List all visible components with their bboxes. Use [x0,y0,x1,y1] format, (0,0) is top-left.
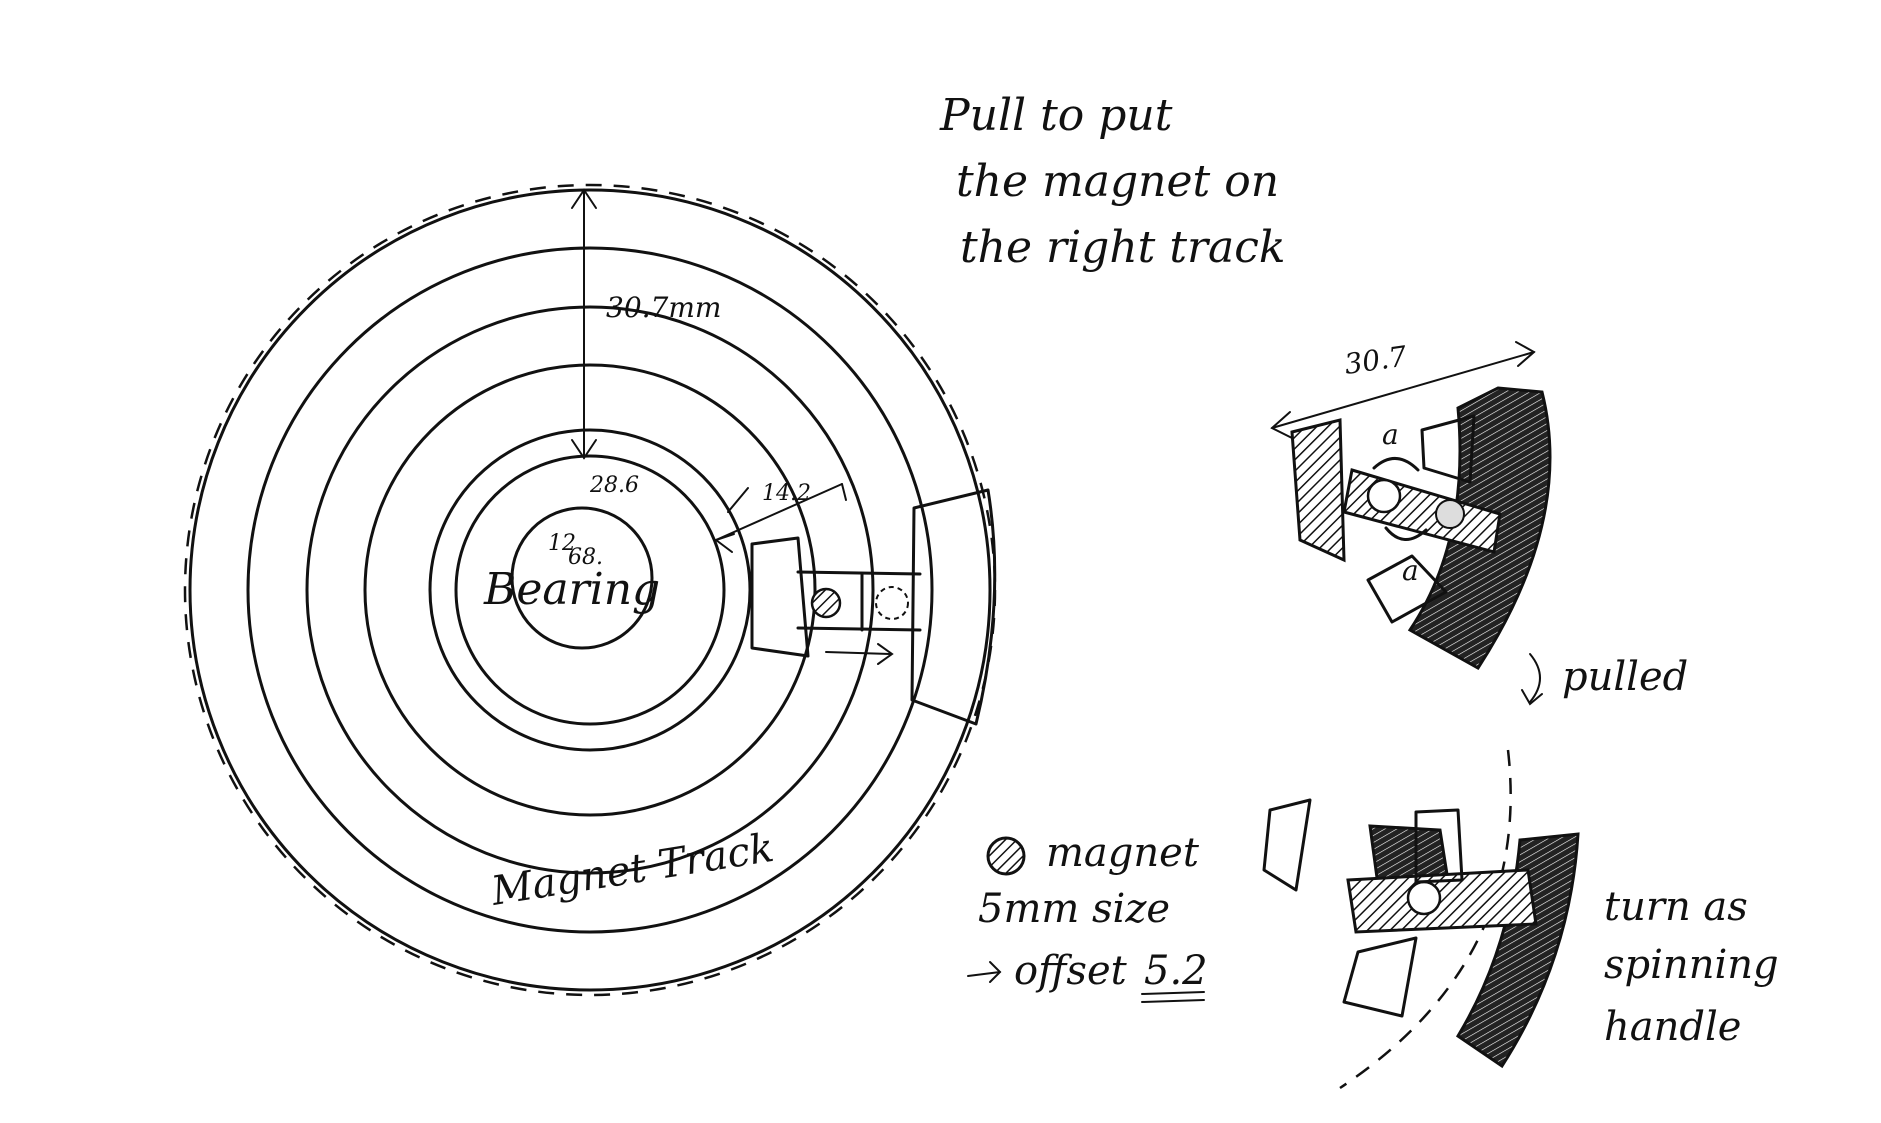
detail-a-top: a [1382,418,1399,451]
detail-a-bottom: a [1402,554,1419,587]
ring-6 [454,454,726,726]
ring-3 [305,305,875,875]
pulled-label: pulled [1562,654,1688,700]
dim-outer-arrow [571,188,597,460]
magnet-target-dashed [875,586,909,620]
magnet-solid [810,587,842,619]
dim-outer-label: 30.7mm [606,291,721,324]
bearing-dim-top: 12 [548,531,576,556]
ring-4 [363,363,817,817]
detail-width-label: 30.7 [1342,340,1409,381]
pulled-arrow [1529,653,1541,703]
ring-2 [246,246,934,934]
detail-pulled-view [1270,341,1552,670]
detail-turn-view [1262,749,1580,1090]
legend-offset-label: offset [1014,948,1128,994]
bearing-circle [510,506,654,650]
main-disc [183,183,997,997]
legend-size-label: 5mm size [978,886,1170,932]
legend-offset-arrow [967,971,1001,977]
pull-instruction-line-3: the right track [960,222,1286,273]
ring-5 [428,428,752,752]
turn-line-2: spinning [1604,942,1779,988]
dim-slot-label: 14.2 [762,481,811,506]
legend-offset-value: 5.2 [1144,948,1208,994]
turn-line-3: handle [1604,1004,1741,1050]
legend-magnet-icon [986,836,1026,876]
ring-1 [188,188,992,992]
pull-instruction-line-2: the magnet on [956,156,1279,207]
legend-magnet-label: magnet [1046,830,1200,876]
legend: magnet 5mm size offset 5.2 [967,830,1208,1003]
dim-inner-label: 28.6 [589,473,639,498]
bearing-label: Bearing [483,564,660,615]
pull-instruction-line-1: Pull to put [939,90,1173,141]
dim-slot-arrow [713,483,847,553]
bearing-dim-bottom: 68. [568,545,603,570]
turn-line-1: turn as [1604,884,1748,930]
slider-assembly [750,488,997,726]
